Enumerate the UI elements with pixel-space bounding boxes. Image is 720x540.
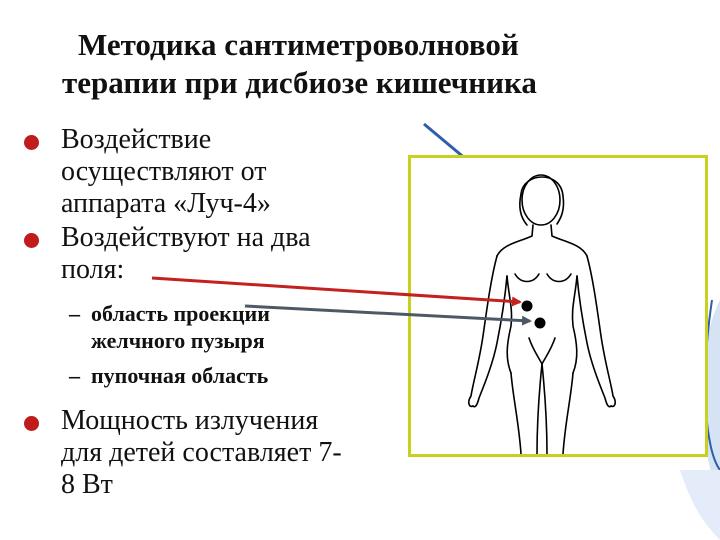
decor-blue-lower bbox=[680, 470, 720, 540]
bullet-1-line-2: осуществляют от bbox=[61, 156, 267, 187]
groin-outline bbox=[528, 337, 556, 365]
sub-item-1: – область проекции желчного пузыря bbox=[24, 300, 394, 354]
body-figure-frame bbox=[408, 155, 708, 457]
left-arm-outer bbox=[468, 255, 498, 408]
bullet-item-1: Воздействие осуществляют от аппарата «Лу… bbox=[24, 124, 394, 220]
bullet-dot-icon bbox=[24, 416, 39, 431]
point-marker-navel bbox=[534, 317, 546, 329]
hair-outline-left bbox=[519, 193, 528, 226]
sub-1-line-2: желчного пузыря bbox=[91, 328, 265, 353]
bullet-2-line-1: Воздействуют на два bbox=[61, 222, 311, 253]
torso-left bbox=[506, 275, 513, 374]
title-line-2: терапии при дисбиозе кишечника bbox=[62, 65, 537, 100]
neck-left bbox=[496, 224, 534, 257]
left-leg-outer bbox=[510, 372, 522, 454]
bullet-dot-icon bbox=[24, 135, 39, 150]
left-arm-inner bbox=[472, 275, 508, 408]
neck-right bbox=[550, 224, 588, 257]
bullet-item-3: Мощность излучения для детей составляет … bbox=[24, 405, 394, 501]
dash-icon: – bbox=[69, 363, 80, 388]
sub-1-line-1: область проекции bbox=[91, 301, 270, 326]
head-outline bbox=[521, 174, 561, 226]
bullet-item-2: Воздействуют на два поля: bbox=[24, 222, 394, 286]
bullet-dot-icon bbox=[24, 233, 39, 248]
sub-2-line-1: пупочная область bbox=[91, 363, 269, 388]
slide-title: Методика сантиметроволновой терапии при … bbox=[62, 26, 662, 102]
dash-icon: – bbox=[69, 301, 80, 326]
body-outline-icon bbox=[468, 174, 616, 454]
hair-outline bbox=[520, 176, 565, 225]
bullet-1-line-1: Воздействие bbox=[61, 124, 212, 155]
bullet-3-line-3: 8 Вт bbox=[61, 469, 113, 500]
bullet-3-line-1: Мощность излучения bbox=[61, 405, 319, 436]
bullet-1-line-3: аппарата «Луч-4» bbox=[61, 188, 271, 219]
point-marker-gallbladder bbox=[521, 300, 533, 312]
chest-right bbox=[546, 273, 572, 283]
right-leg-outer bbox=[562, 372, 574, 454]
left-leg-inner bbox=[536, 363, 543, 454]
torso-right bbox=[571, 275, 578, 374]
chest-left bbox=[514, 273, 540, 283]
sub-item-2: – пупочная область bbox=[24, 362, 394, 389]
right-leg-inner bbox=[541, 363, 548, 454]
right-arm-inner bbox=[576, 275, 612, 408]
bullet-list: Воздействие осуществляют от аппарата «Лу… bbox=[24, 124, 394, 501]
title-line-1: Методика сантиметроволновой bbox=[78, 27, 519, 62]
bullet-3-line-2: для детей составляет 7- bbox=[61, 437, 342, 468]
right-arm-outer bbox=[586, 255, 616, 408]
bullet-2-line-2: поля: bbox=[61, 254, 125, 285]
